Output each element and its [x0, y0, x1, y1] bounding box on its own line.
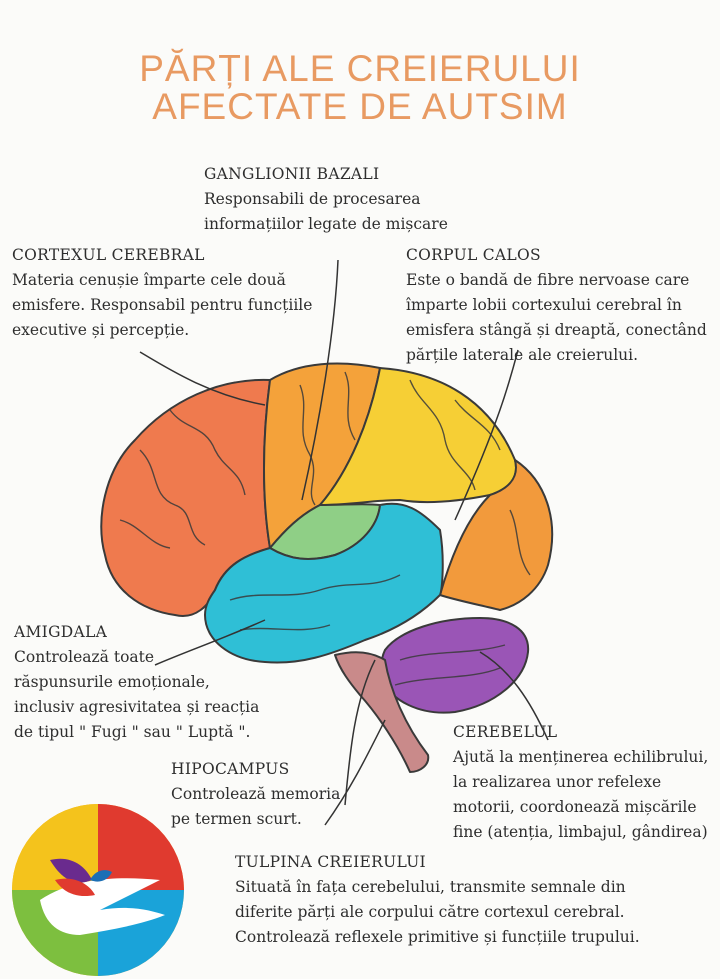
amigdala-heading: AMIGDALA [14, 623, 108, 641]
corpul-heading: CORPUL CALOS [406, 246, 541, 264]
amigdala-line-3: inclusiv agresivitatea și reacția [14, 698, 260, 716]
ganglionii-line-2: informațiilor legate de mișcare [204, 215, 448, 233]
amigdala-line-2: răspunsurile emoționale, [14, 673, 210, 691]
cortexul-heading: CORTEXUL CEREBRAL [12, 246, 205, 264]
brain-lobes [100, 362, 554, 773]
page-title: PĂRȚI ALE CREIERULUI AFECTATE DE AUTSIM [0, 50, 720, 126]
cerebelul-heading: CEREBELUL [453, 723, 558, 741]
label-ganglionii-bazali: GANGLIONII BAZALI Responsabili de proces… [204, 162, 448, 237]
tulpina-line-1: Situată în fața cerebelului, transmite s… [235, 878, 626, 896]
ganglionii-heading: GANGLIONII BAZALI [204, 165, 380, 183]
tulpina-line-3: Controlează reflexele primitive și funcț… [235, 928, 640, 946]
corpul-line-4: părțile laterale ale creierului. [406, 346, 639, 364]
tulpina-heading: TULPINA CREIERULUI [235, 853, 426, 871]
label-corpul-calos: CORPUL CALOS Este o bandă de fibre nervo… [406, 243, 707, 368]
temporal-lobe [204, 502, 444, 664]
label-cortexul-cerebral: CORTEXUL CEREBRAL Materia cenușie împart… [12, 243, 312, 343]
brain-sulci [119, 371, 531, 686]
ganglionii-line-1: Responsabili de procesarea [204, 190, 421, 208]
label-tulpina-creierului: TULPINA CREIERULUI Situată în fața cereb… [235, 850, 640, 950]
cerebelul-line-1: Ajută la menținerea echilibrului, [453, 748, 709, 766]
corpul-line-1: Este o bandă de fibre nervoase care [406, 271, 690, 289]
amigdala-line-1: Controlează toate [14, 648, 155, 666]
pointer-lines [139, 259, 549, 826]
cerebellum [380, 617, 530, 714]
cortexul-line-2: emisfere. Responsabil pentru funcțiile [12, 296, 313, 314]
corpul-line-2: împarte lobii cortexului cerebral în [406, 296, 682, 314]
cortexul-line-3: executive și percepție. [12, 321, 190, 339]
label-amigdala: AMIGDALA Controlează toate răspunsurile … [14, 620, 259, 745]
cortexul-line-1: Materia cenușie împarte cele două [12, 271, 286, 289]
cerebelul-line-3: motorii, coordonează mișcările [453, 798, 697, 816]
hipocampus-line-1: Controlează memoria [171, 785, 341, 803]
occipital-lobe [439, 459, 554, 611]
brainstem [334, 651, 430, 773]
label-hipocampus: HIPOCAMPUS Controlează memoria pe termen… [171, 757, 340, 832]
cerebelul-line-2: la realizarea unor refelexe [453, 773, 662, 791]
amigdala-line-4: de tipul " Fugi " sau " Luptă ". [14, 723, 251, 741]
logo-hands-bird-icon [12, 804, 184, 976]
corpul-line-3: emisfera stângă și dreaptă, conectând [406, 321, 707, 339]
label-cerebelul: CEREBELUL Ajută la menținerea echilibrul… [453, 720, 708, 845]
title-line-2: AFECTATE DE AUTSIM [152, 86, 568, 127]
tulpina-line-2: diferite părți ale corpului către cortex… [235, 903, 625, 921]
hipocampus-heading: HIPOCAMPUS [171, 760, 290, 778]
cerebelul-line-4: fine (atenția, limbajul, gândirea) [453, 823, 708, 841]
hipocampus-line-2: pe termen scurt. [171, 810, 302, 828]
parietal-yellow [319, 367, 517, 506]
title-line-1: PĂRȚI ALE CREIERULUI [139, 48, 581, 89]
